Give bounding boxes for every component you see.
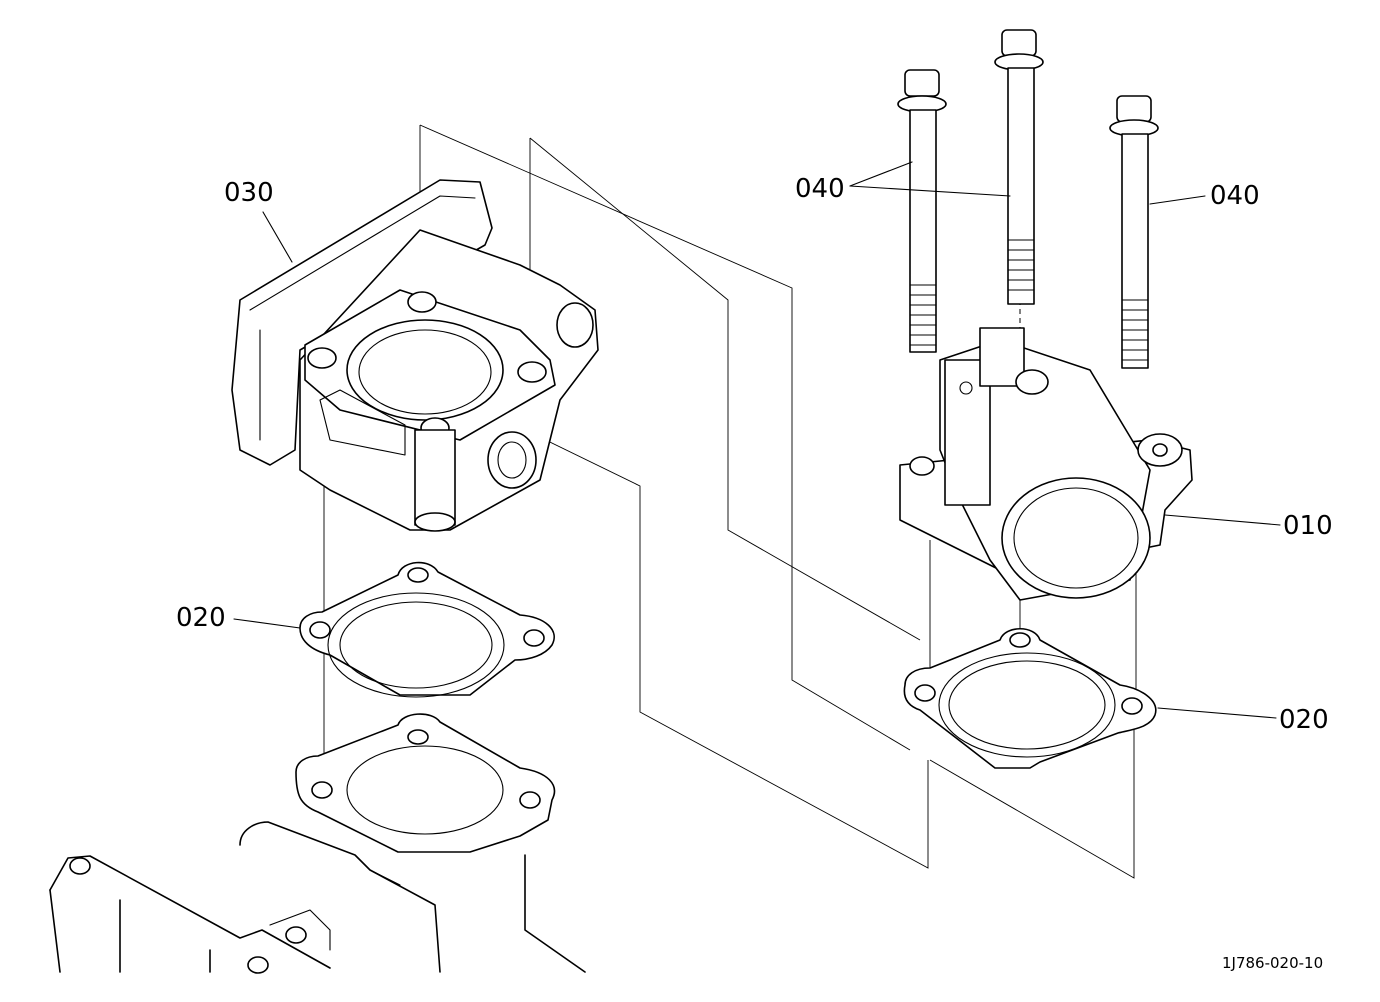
leader-lines [233,161,1281,719]
bolt-right [1109,95,1159,369]
callout-bolts-right-040: 040 [1210,181,1260,211]
bolt-left [897,69,947,353]
callout-gasket-right-020: 020 [1279,705,1329,735]
callout-throttle-body-030: 030 [224,178,274,208]
intake-connector-010 [899,327,1193,601]
gasket-right-020 [903,627,1157,769]
gasket-left-020 [299,561,555,698]
intake-manifold-partial [49,713,586,974]
callout-connector-010: 010 [1283,511,1333,541]
throttle-body-030 [231,179,599,532]
callout-bolts-left-040: 040 [795,174,845,204]
callout-gasket-left-020: 020 [176,603,226,633]
document-id: 1J786-020-10 [1222,954,1324,972]
bolt-middle [994,29,1044,305]
